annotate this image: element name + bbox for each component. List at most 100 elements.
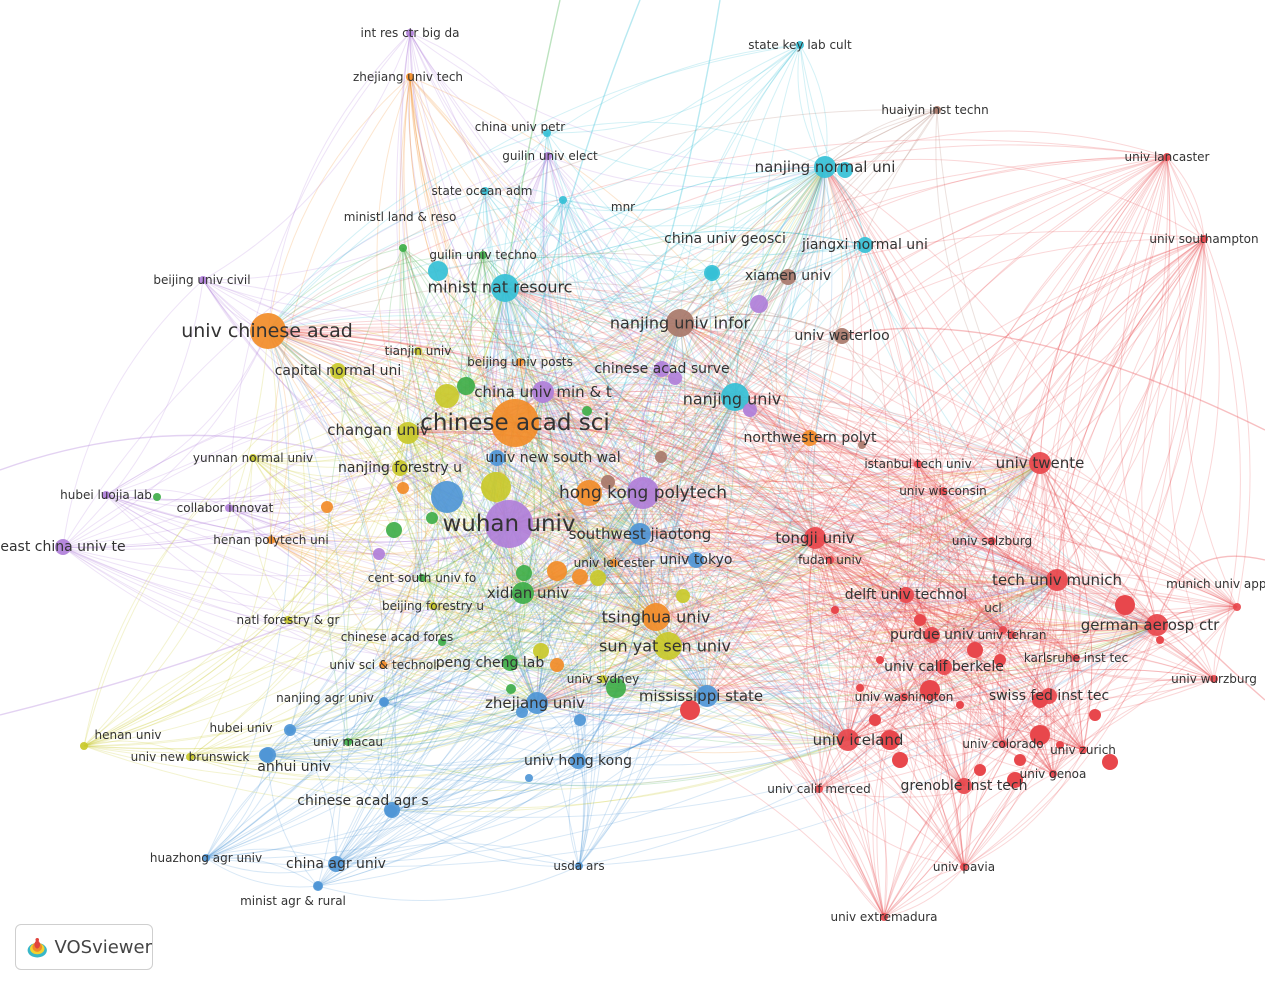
node-state-ocean-adm[interactable] [481, 187, 489, 195]
node-ministl-land-reso[interactable] [399, 244, 407, 252]
node-univ-macau[interactable] [344, 738, 352, 746]
node-sun-yat-sen-univ[interactable] [654, 632, 682, 660]
node-southwest-jiaotong[interactable] [629, 523, 651, 545]
node-univ-sydney[interactable] [599, 675, 607, 683]
node-univ-chinese-acad[interactable] [250, 313, 286, 349]
node-unlabeled-blue-31[interactable] [284, 724, 296, 736]
node-henan-polytech-uni[interactable] [267, 536, 275, 544]
node-unlabeled-orange-5[interactable] [576, 480, 602, 506]
node-unlabeled-red-2[interactable] [892, 752, 908, 768]
node-unlabeled-blue-27[interactable] [574, 714, 586, 726]
node-east-china-univ-te[interactable] [55, 539, 71, 555]
node-beijing-univ-civil[interactable] [199, 276, 207, 284]
node-zhejiang-univ-tech[interactable] [406, 73, 414, 81]
node-unlabeled-green-28[interactable] [506, 684, 516, 694]
node-guilin-univ-techno[interactable] [479, 251, 487, 259]
node-unlabeled-yellow-25[interactable] [533, 643, 549, 659]
node-univ-extremadura[interactable] [880, 913, 888, 921]
node-unlabeled-green-36[interactable] [153, 493, 161, 501]
node-unlabeled-red-16[interactable] [876, 656, 884, 664]
node-univ-lancaster[interactable] [1163, 153, 1171, 161]
node-unlabeled-red-3[interactable] [920, 680, 940, 700]
node-univ-wurzburg[interactable] [1210, 675, 1218, 683]
node-tech-univ-munich[interactable] [1046, 569, 1068, 591]
node-chinese-acad-surve[interactable] [654, 361, 670, 377]
node-int-res-ctr-big-da[interactable] [406, 29, 414, 37]
node-univ-tehran[interactable] [1008, 631, 1016, 639]
node-unlabeled-red-11[interactable] [1115, 595, 1135, 615]
node-zhejiang-univ[interactable] [526, 692, 548, 714]
node-unlabeled-yellow-8[interactable] [590, 570, 606, 586]
node-unlabeled-blue-30[interactable] [259, 748, 273, 762]
vosviewer-badge[interactable]: VOSviewer [15, 924, 153, 970]
node-univ-twente[interactable] [1029, 452, 1051, 474]
node-unlabeled-red-14[interactable] [967, 642, 983, 658]
node-unlabeled-green-11[interactable] [426, 512, 438, 524]
node-guilin-univ-elect[interactable] [544, 152, 552, 160]
node-unlabeled-purple-18[interactable] [750, 295, 768, 313]
node-unlabeled-yellow-1[interactable] [481, 472, 511, 502]
node-nanjing-normal-uni[interactable] [814, 156, 836, 178]
node-univ-genoa[interactable] [1049, 770, 1057, 778]
node-unlabeled-red-17[interactable] [914, 614, 926, 626]
node-unlabeled-purple-20[interactable] [668, 371, 682, 385]
node-cent-south-univ-fo[interactable] [418, 574, 426, 582]
node-hong-kong-polytech[interactable] [627, 477, 659, 509]
node-univ-tokyo[interactable] [688, 552, 704, 568]
node-chinese-acad-fores[interactable] [438, 638, 446, 646]
node-tianjin-univ[interactable] [414, 347, 422, 355]
node-unlabeled-red-1[interactable] [869, 714, 881, 726]
node-peng-cheng-lab[interactable] [502, 655, 518, 671]
node-beijing-forestry-u[interactable] [429, 602, 437, 610]
node-unlabeled-red-15[interactable] [880, 730, 900, 750]
node-unlabeled-brown-37[interactable] [858, 441, 866, 449]
node-xidian-univ[interactable] [512, 582, 534, 604]
node-unlabeled-red-8[interactable] [1056, 741, 1064, 749]
node-huazhong-agr-univ[interactable] [202, 854, 210, 862]
node-nanjing-forestry-u[interactable] [392, 460, 408, 476]
node-fudan-univ[interactable] [826, 556, 834, 564]
node-unlabeled-red-5[interactable] [974, 764, 986, 776]
node-northwestern-polyt[interactable] [802, 430, 818, 446]
node-tsinghua-univ[interactable] [642, 603, 670, 631]
node-huaiyin-inst-techn[interactable] [933, 106, 941, 114]
node-natl-forestry-gr[interactable] [284, 616, 292, 624]
node-munich-univ-appl[interactable] [1233, 603, 1241, 611]
node-grenoble-inst-tech[interactable] [956, 778, 972, 794]
node-unlabeled-brown-15[interactable] [655, 451, 667, 463]
node-unlabeled-red-18[interactable] [1032, 692, 1048, 708]
node-unlabeled-blue-33[interactable] [313, 881, 323, 891]
node-unlabeled-cyan-4[interactable] [428, 261, 448, 281]
node-unlabeled-purple-19[interactable] [743, 403, 757, 417]
node-xiamen-univ[interactable] [780, 269, 796, 285]
node-unlabeled-red-9[interactable] [1089, 709, 1101, 721]
node-unlabeled-green-17[interactable] [582, 406, 592, 416]
node-unlabeled-brown-16[interactable] [601, 475, 615, 489]
node-unlabeled-blue-32[interactable] [379, 697, 389, 707]
node-ucl[interactable] [999, 626, 1007, 634]
node-unlabeled-green-24[interactable] [606, 678, 626, 698]
node-istanbul-tech-univ[interactable] [914, 460, 922, 468]
node-chinese-acad-sci[interactable] [491, 399, 539, 447]
node-unlabeled-red-10[interactable] [1102, 754, 1118, 770]
node-unlabeled-red-4[interactable] [956, 701, 964, 709]
node-unlabeled-green-3[interactable] [457, 377, 475, 395]
node-unlabeled-blue-34[interactable] [385, 805, 397, 817]
node-nanjing-univ-infor[interactable] [666, 309, 694, 337]
node-unlabeled-green-10[interactable] [386, 522, 402, 538]
node-mississippi-state[interactable] [696, 685, 718, 707]
node-delft-univ-technol[interactable] [898, 587, 914, 603]
node-unlabeled-red-20[interactable] [856, 684, 864, 692]
node-hubei-luojia-lab[interactable] [102, 491, 110, 499]
node-karlsruhe-inst-tec[interactable] [1072, 654, 1080, 662]
node-unlabeled-red-12[interactable] [1156, 636, 1164, 644]
node-univ-salzburg[interactable] [988, 537, 996, 545]
node-univ-zurich[interactable] [1079, 746, 1087, 754]
node-wuhan-univ[interactable] [485, 500, 533, 548]
node-univ-colorado[interactable] [999, 740, 1007, 748]
node-unlabeled-orange-7[interactable] [572, 569, 588, 585]
node-univ-hong-kong[interactable] [570, 753, 586, 769]
node-unlabeled-yellow-23[interactable] [676, 589, 690, 603]
node-unlabeled-cyan-21[interactable] [837, 162, 853, 178]
